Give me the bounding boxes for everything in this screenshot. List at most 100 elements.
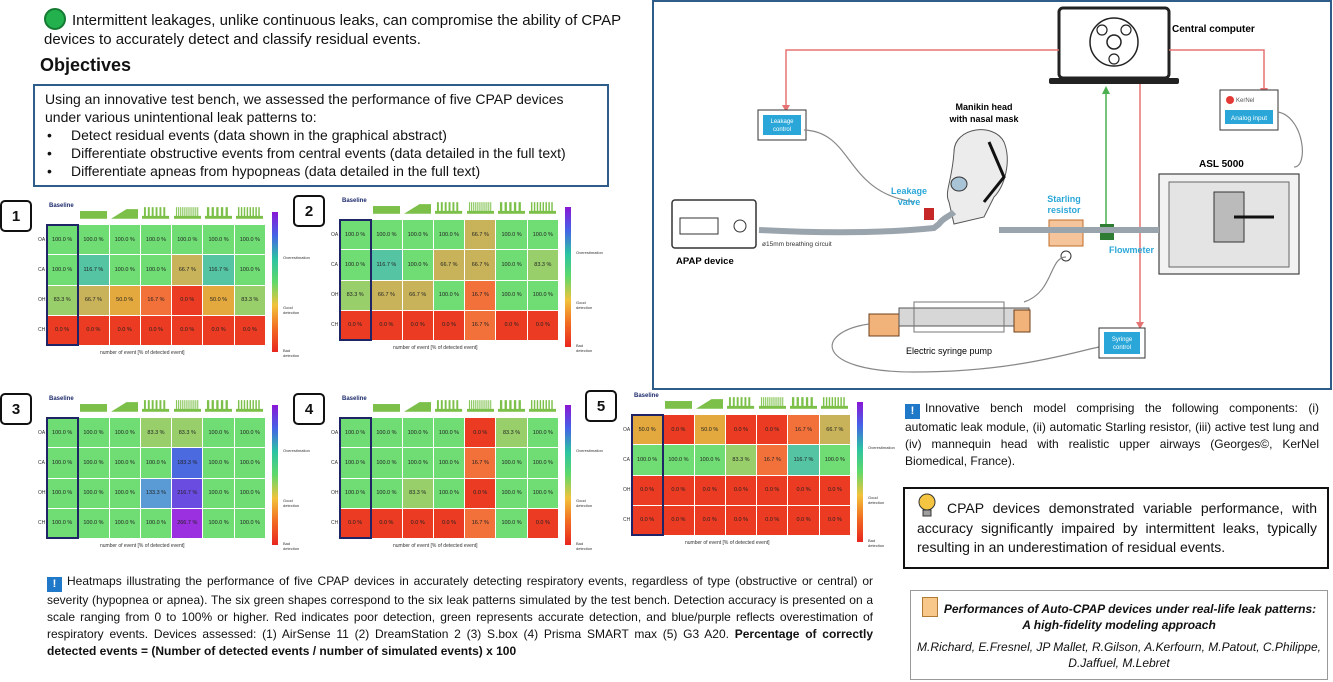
test-bench-diagram: Central computer Leakage control KerNel …: [652, 0, 1332, 390]
heatmap-caption: !Heatmaps illustrating the performance o…: [47, 574, 873, 658]
baseline-label: Baseline: [342, 396, 367, 402]
heatmap-cell: 0.0 %: [433, 310, 465, 340]
row-label: CA: [331, 460, 338, 466]
leak-pattern-icon: [435, 202, 463, 214]
objectives-list: Detect residual events (data shown in th…: [45, 126, 597, 180]
heatmap-cell: 0.0 %: [172, 285, 203, 315]
heatmap-cell: 100.0 %: [527, 280, 558, 310]
lightbulb-icon: [918, 493, 936, 517]
heatmap-cell: 100.0 %: [663, 445, 694, 475]
kernel-logo: KerNel: [1236, 98, 1254, 104]
heatmap-cell: 100.0 %: [527, 220, 558, 250]
leak-pattern-icon: [727, 397, 755, 409]
heatmap-cell: 100.0 %: [47, 418, 78, 448]
objectives-box: Using an innovative test bench, we asses…: [33, 84, 609, 187]
heatmap-cell: 0.0 %: [725, 475, 757, 505]
heatmap-cell: 116.7 %: [203, 255, 234, 285]
leak-pattern-icon: [665, 401, 693, 409]
colorbar: [272, 212, 278, 352]
heatmap-cell: 100.0 %: [109, 448, 140, 478]
heatmap-cell: 100.0 %: [140, 448, 172, 478]
heatmap-cell: 0.0 %: [757, 415, 788, 445]
heatmap-cell: 100.0 %: [47, 478, 78, 508]
heatmap-cell: 100.0 %: [47, 508, 78, 538]
gauge-icon: [1060, 250, 1072, 262]
baseline-frame: [339, 417, 372, 539]
leak-pattern-icon: [404, 402, 432, 412]
heatmap-cell: 100.0 %: [140, 225, 172, 255]
svg-text:control: control: [1113, 345, 1131, 351]
svg-text:with nasal mask: with nasal mask: [948, 114, 1019, 124]
heatmap-cell: 100.0 %: [340, 478, 371, 508]
heatmap-cell: 0.0 %: [663, 505, 694, 535]
heatmap-grid: 100.0 %100.0 %100.0 %83.3 %83.3 %100.0 %…: [47, 418, 265, 538]
x-axis-label: number of event [% of detected event]: [100, 543, 185, 549]
heatmap-cell: 0.0 %: [109, 315, 140, 345]
leak-pattern-icon: [142, 207, 170, 219]
heatmap-cell: 0.0 %: [757, 505, 788, 535]
heatmap-cell: 0.0 %: [203, 315, 234, 345]
panel-number: 1: [0, 200, 32, 232]
heatmap-cell: 100.0 %: [371, 418, 402, 448]
heatmap-cell: 116.7 %: [788, 445, 819, 475]
colorbar-label: Bad detection: [868, 538, 885, 548]
reference-authors: M.Richard, E.Fresnel, JP Mallet, R.Gilso…: [917, 640, 1321, 670]
heatmap-cell: 0.0 %: [694, 475, 725, 505]
row-label: OH: [623, 487, 631, 493]
colorbar: [565, 405, 571, 545]
heatmap-cell: 0.0 %: [725, 415, 757, 445]
x-axis-label: number of event [% of detected event]: [100, 350, 185, 356]
x-axis-label: number of event [% of detected event]: [685, 540, 770, 546]
heatmap-cell: 100.0 %: [527, 418, 558, 448]
baseline-label: Baseline: [342, 198, 367, 204]
circuit-label: ø15mm breathing circuit: [762, 241, 832, 248]
heatmap-cell: 100.0 %: [340, 418, 371, 448]
heatmap-grid: 100.0 %100.0 %100.0 %100.0 %100.0 %100.0…: [47, 225, 265, 345]
heatmap-cell: 183.3 %: [172, 448, 203, 478]
heatmap-cell: 100.0 %: [402, 250, 433, 280]
heatmap-cell: 50.0 %: [694, 415, 725, 445]
heatmap-cell: 100.0 %: [371, 448, 402, 478]
heatmap-cell: 0.0 %: [496, 310, 527, 340]
heatmap-cell: 0.0 %: [632, 505, 663, 535]
apap-device-icon: [671, 199, 757, 249]
heatmap-cell: 66.7 %: [465, 220, 496, 250]
kernel-logo-icon: [1226, 96, 1234, 104]
heatmap-cell: 0.0 %: [819, 475, 850, 505]
heatmap-cell: 0.0 %: [725, 505, 757, 535]
heatmap-cell: 100.0 %: [371, 478, 402, 508]
info-icon: !: [47, 577, 62, 592]
row-label: CH: [331, 520, 339, 526]
heatmap-cell: 0.0 %: [527, 310, 558, 340]
leak-pattern-icon: [111, 402, 139, 412]
heatmap-cell: 100.0 %: [234, 448, 265, 478]
heatmap-cell: 0.0 %: [819, 505, 850, 535]
baseline-label: Baseline: [49, 396, 74, 402]
row-label: OH: [38, 490, 46, 496]
heatmap-cell: 100.0 %: [234, 255, 265, 285]
heatmap-cell: 100.0 %: [78, 418, 109, 448]
colorbar-label: Overestimation: [576, 250, 603, 255]
leak-pattern-icon: [466, 400, 494, 412]
leak-pattern-icon: [235, 400, 263, 412]
heatmap-cell: 66.7 %: [433, 250, 465, 280]
row-label: CH: [38, 327, 46, 333]
heatmap-cell: 83.3 %: [47, 285, 78, 315]
heatmap-cell: 0.0 %: [340, 508, 371, 538]
heatmap-cell: 0.0 %: [757, 475, 788, 505]
leak-pattern-icon: [466, 202, 494, 214]
row-label: OA: [331, 232, 339, 238]
heatmap-cell: 100.0 %: [402, 418, 433, 448]
heatmap-cell: 100.0 %: [109, 418, 140, 448]
colorbar-label: Good detection: [283, 498, 300, 508]
green-dot-icon: [44, 8, 66, 30]
objectives-lead: Using an innovative test bench, we asses…: [45, 91, 564, 125]
heatmap-cell: 50.0 %: [109, 285, 140, 315]
heatmap-cell: 50.0 %: [203, 285, 234, 315]
syringe-pump-label: Electric syringe pump: [906, 346, 992, 356]
heatmap-cell: 0.0 %: [402, 310, 433, 340]
heatmap-cell: 100.0 %: [496, 220, 527, 250]
heatmap-cell: 100.0 %: [496, 478, 527, 508]
heatmap-cell: 100.0 %: [433, 478, 465, 508]
